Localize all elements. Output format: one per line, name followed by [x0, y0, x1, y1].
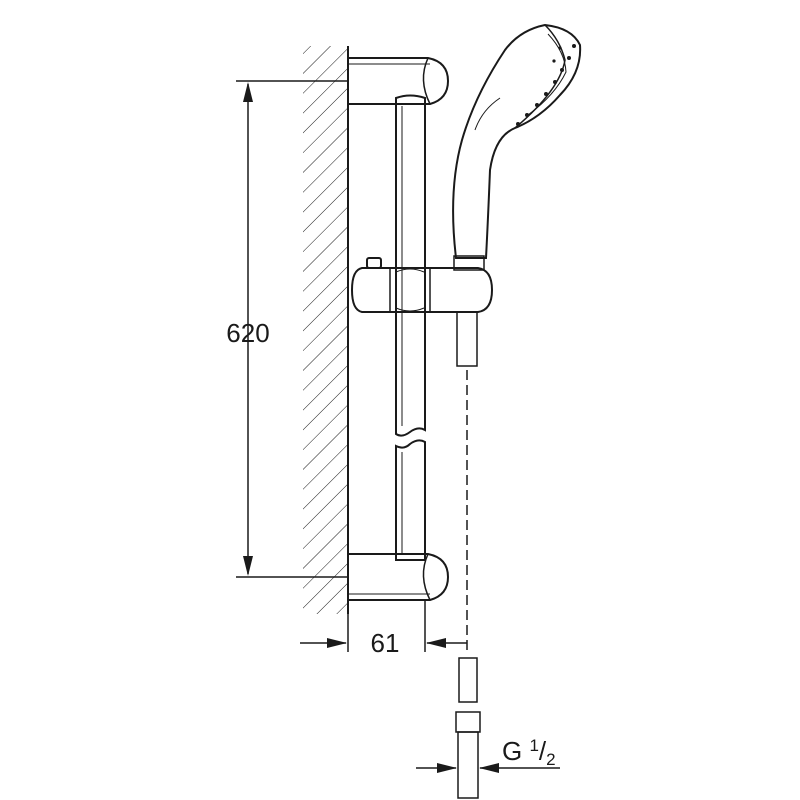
projection-dimension: 61 [300, 600, 467, 658]
slider-holder [350, 257, 494, 313]
wall [303, 46, 349, 614]
height-dimension-label: 620 [226, 318, 269, 348]
nozzle-dots [516, 44, 576, 126]
thread-dimension: G 1/2 [416, 736, 560, 773]
shower-connector [453, 255, 485, 271]
hose-nut [455, 711, 481, 733]
hose-bottom-segment [455, 657, 481, 799]
rail-bar [395, 94, 426, 561]
projection-dimension-label: 61 [371, 628, 400, 658]
wall-hatching [303, 46, 347, 614]
top-bracket [347, 57, 450, 105]
hand-shower [452, 23, 582, 271]
hose-end-fitting [457, 731, 479, 799]
thread-size-label: G 1/2 [502, 736, 556, 769]
height-dimension: 620 [226, 80, 348, 578]
bottom-bracket [347, 553, 450, 601]
hose-top-segment [456, 311, 478, 367]
